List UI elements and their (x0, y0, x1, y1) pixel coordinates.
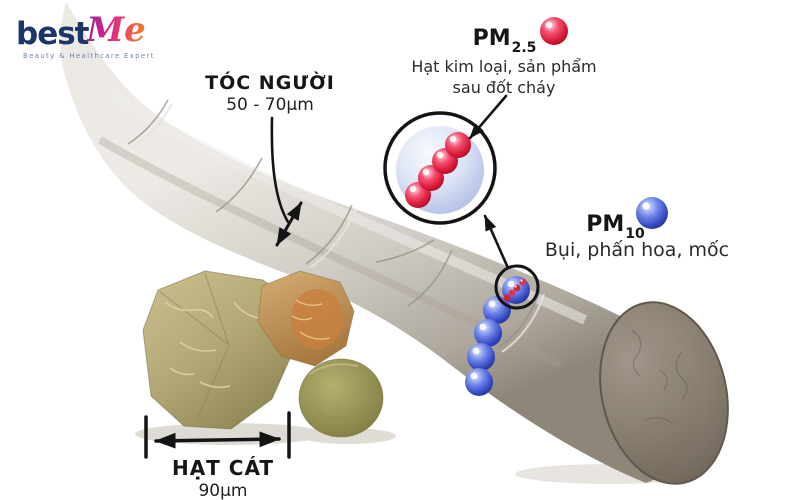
sand-grains (142, 270, 384, 438)
hair-label-title: TÓC NGƯỜI (205, 72, 335, 94)
pm10-description: Bụi, phấn hoa, mốc (544, 239, 730, 261)
magnifier-circle (383, 111, 497, 225)
pm25-description: Hạt kim loại, sản phẩm sau đốt cháy (398, 56, 610, 98)
pm25-pointer-arrow (468, 94, 508, 140)
tiny-pm25-dots (503, 278, 527, 302)
hair-label: TÓC NGƯỜI 50 - 70µm (175, 72, 365, 115)
pm25-desc-line2: sau đốt cháy (452, 78, 556, 98)
highlight-circle-on-hair (494, 264, 540, 310)
pm10-subscript: 10 (625, 226, 645, 243)
pm25-title: PM2.5 (472, 26, 537, 57)
pm10-sphere-icon (636, 197, 668, 229)
pm25-particle-chain (405, 132, 471, 208)
magnifier-pointer-arrow (483, 214, 510, 270)
brand-name-secondary: Me (86, 10, 146, 50)
sand-label: HẠT CÁT 90µm (134, 456, 312, 500)
brand-name-primary: best (16, 16, 89, 52)
pm25-sphere-icon (540, 17, 568, 45)
brand-logo: bestMe Beauty & Healthcare Expert (16, 13, 155, 60)
sand-grain-round (298, 358, 384, 438)
pm10-title: PM10 (586, 212, 645, 243)
pm25-label: PM2.5 Hạt kim loại, sản phẩm sau đốt chá… (398, 26, 610, 98)
hair-cut-face (599, 301, 729, 485)
sand-label-title: HẠT CÁT (171, 456, 275, 480)
pm10-title-wrap: PM10 (570, 212, 660, 243)
hair-cuticle-lines (127, 99, 541, 349)
pm10-particle-chain (465, 264, 540, 396)
hair-measure-arrow (270, 116, 303, 247)
brand-tagline: Beauty & Healthcare Expert (23, 52, 155, 60)
pm25-subscript: 2.5 (511, 40, 537, 57)
sand-label-size: 90µm (198, 481, 248, 500)
pm25-desc-line1: Hạt kim loại, sản phẩm (411, 57, 597, 77)
hair-label-size: 50 - 70µm (226, 95, 314, 115)
sand-measure-arrow (144, 411, 291, 459)
